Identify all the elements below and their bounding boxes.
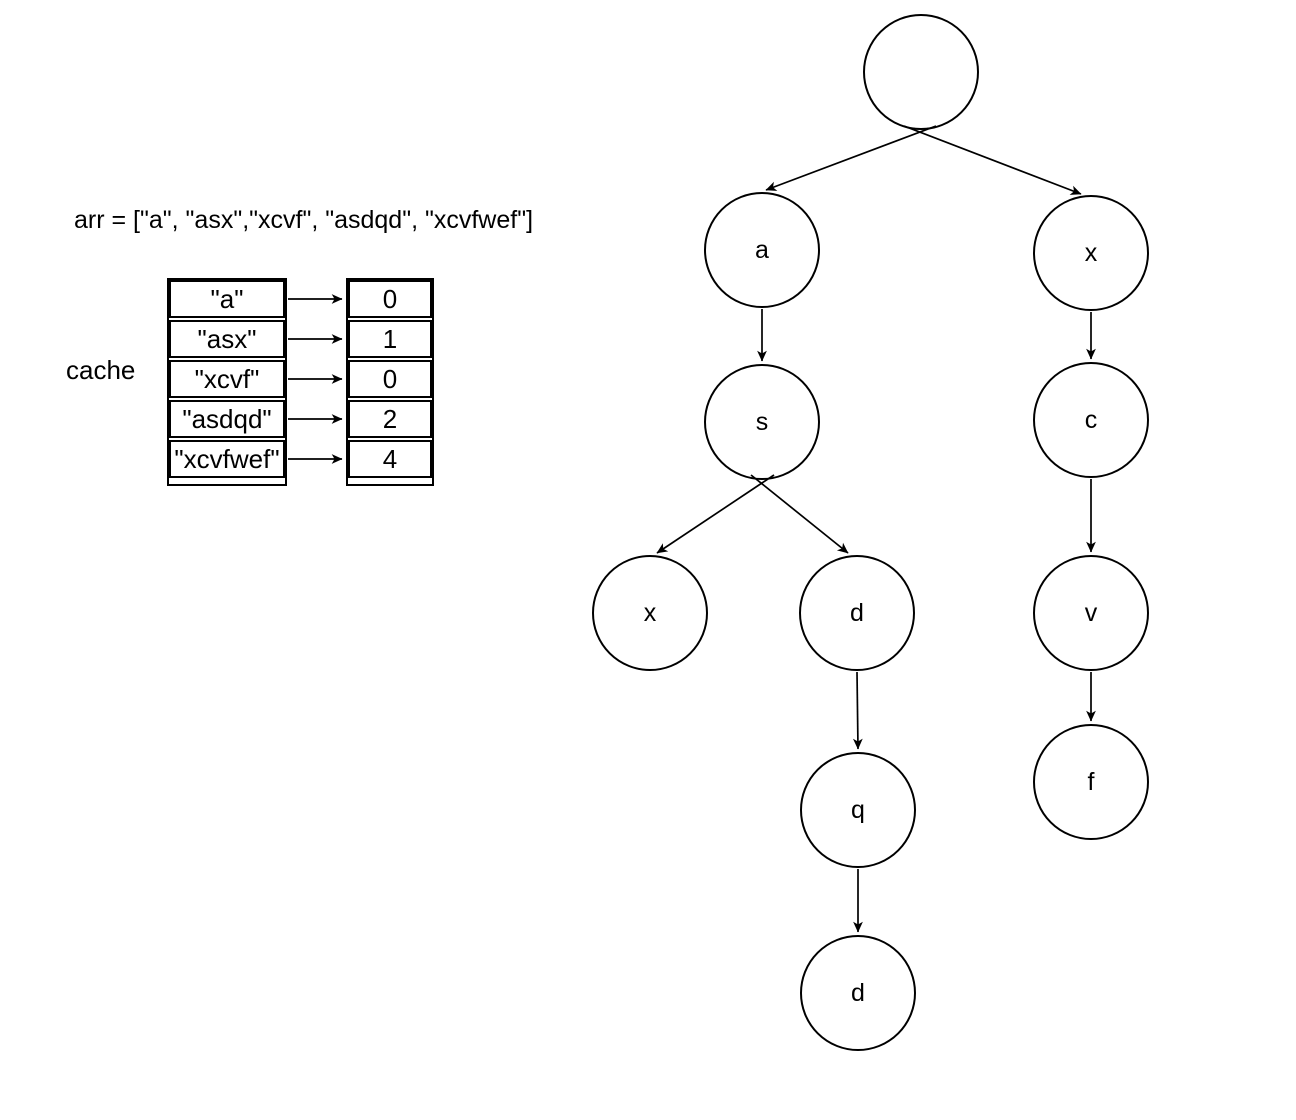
- trie-node-label: x: [643, 598, 657, 627]
- cache-key-cell: "asx": [169, 320, 285, 358]
- edge-root-a: [765, 125, 937, 191]
- trie-node-label: d: [851, 978, 865, 1007]
- trie-node-v: v: [1033, 555, 1149, 671]
- cache-value-cell: 1: [348, 320, 432, 358]
- trie-node-label: x: [1084, 238, 1098, 267]
- cache-value-cell: 4: [348, 440, 432, 478]
- cache-key-cell: "a": [169, 280, 285, 318]
- cache-key-cell: "xcvf": [169, 360, 285, 398]
- trie-node-x-left: x: [592, 555, 708, 671]
- trie-node-c: c: [1033, 362, 1149, 478]
- cache-value-cell: 0: [348, 360, 432, 398]
- trie-node-label: q: [851, 795, 865, 824]
- cache-value-cell: 2: [348, 400, 432, 438]
- trie-node-q: q: [800, 752, 916, 868]
- trie-node-f: f: [1033, 724, 1149, 840]
- cache-value-cell: 0: [348, 280, 432, 318]
- trie-node-label: s: [755, 407, 769, 436]
- trie-node-d-bottom: d: [800, 935, 916, 1051]
- array-declaration: arr = ["a", "asx","xcvf", "asdqd", "xcvf…: [74, 206, 534, 234]
- trie-node-label: f: [1087, 767, 1095, 796]
- edge-root-x-right: [903, 125, 1082, 195]
- trie-node-d: d: [799, 555, 915, 671]
- trie-node-label: d: [850, 598, 864, 627]
- cache-key-cell: "xcvfwef": [169, 440, 285, 478]
- trie-node-label: v: [1084, 598, 1098, 627]
- edge-d-q: [852, 671, 863, 750]
- trie-node-root: [863, 14, 979, 130]
- edge-s-d: [750, 474, 849, 554]
- trie-node-label: c: [1084, 405, 1098, 434]
- trie-node-label: a: [755, 235, 769, 264]
- cache-key-column: "a" "asx" "xcvf" "asdqd" "xcvfwef": [167, 278, 287, 486]
- cache-value-column: 0 1 0 2 4: [346, 278, 434, 486]
- trie-node-x-right: x: [1033, 195, 1149, 311]
- trie-node-s: s: [704, 364, 820, 480]
- cache-key-cell: "asdqd": [169, 400, 285, 438]
- cache-label: cache: [66, 355, 136, 385]
- trie-node-a: a: [704, 192, 820, 308]
- edge-s-x-left: [656, 474, 775, 554]
